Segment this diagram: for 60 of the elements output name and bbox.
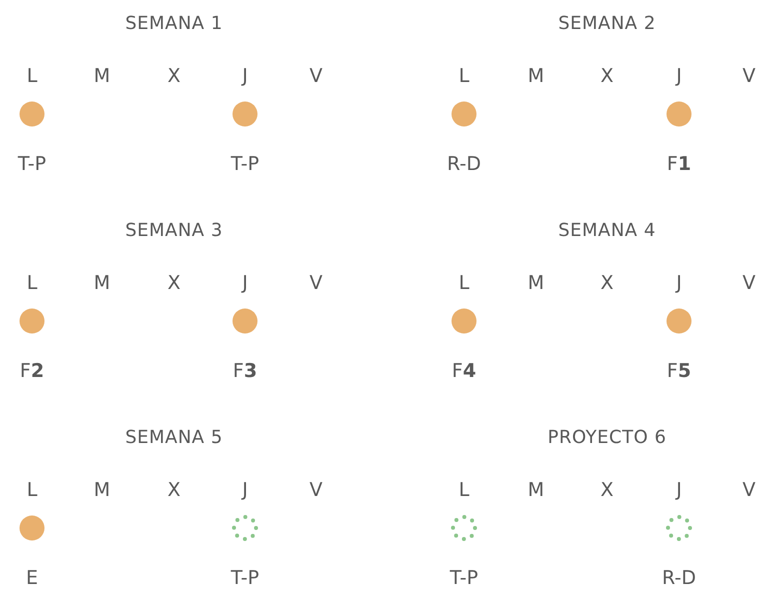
session-dot <box>19 308 45 334</box>
session-dot <box>451 308 477 334</box>
session-label: R-D <box>662 566 696 590</box>
week-title: SEMANA 5 <box>125 426 223 450</box>
day-label: X <box>600 271 614 295</box>
session-dot <box>666 101 692 127</box>
day-label: L <box>26 64 38 88</box>
session-label: T-P <box>18 152 46 176</box>
day-label: V <box>310 64 322 88</box>
day-label: V <box>310 478 322 502</box>
day-label: X <box>600 478 614 502</box>
day-label: L <box>26 478 38 502</box>
session-dot <box>451 101 477 127</box>
day-label: X <box>167 478 181 502</box>
day-label: J <box>676 64 682 88</box>
day-label: V <box>310 271 322 295</box>
day-label: V <box>742 271 756 295</box>
day-label: V <box>742 64 756 88</box>
dotted-circle <box>232 515 258 541</box>
session-dot <box>19 101 45 127</box>
day-label: X <box>167 271 181 295</box>
day-label: M <box>94 478 110 502</box>
dotted-circle <box>666 515 692 541</box>
session-label: F1 <box>666 152 692 176</box>
week-title: SEMANA 1 <box>125 12 223 36</box>
day-label: V <box>742 478 756 502</box>
day-label: J <box>676 478 682 502</box>
day-label: M <box>528 478 544 502</box>
session-label: F5 <box>666 359 692 383</box>
week-title: SEMANA 4 <box>558 219 656 243</box>
day-label: M <box>528 271 544 295</box>
day-label: J <box>676 271 682 295</box>
session-label: F4 <box>452 359 476 383</box>
week-title: PROYECTO 6 <box>548 426 666 450</box>
session-dot <box>232 308 258 334</box>
day-label: L <box>458 64 470 88</box>
session-label: F2 <box>20 359 44 383</box>
day-label: L <box>458 478 470 502</box>
session-label: T-P <box>230 566 260 590</box>
day-label: L <box>458 271 470 295</box>
day-label: M <box>528 64 544 88</box>
session-dot <box>666 308 692 334</box>
day-label: M <box>94 271 110 295</box>
session-label: T-P <box>230 152 260 176</box>
session-label: F3 <box>232 359 258 383</box>
week-title: SEMANA 2 <box>558 12 656 36</box>
day-label: M <box>94 64 110 88</box>
session-label: R-D <box>447 152 481 176</box>
session-label: E <box>26 566 38 590</box>
day-label: X <box>600 64 614 88</box>
day-label: J <box>242 271 248 295</box>
day-label: J <box>242 478 248 502</box>
session-dot <box>19 515 45 541</box>
session-label: T-P <box>450 566 478 590</box>
week-title: SEMANA 3 <box>125 219 223 243</box>
day-label: X <box>167 64 181 88</box>
day-label: J <box>242 64 248 88</box>
day-label: L <box>26 271 38 295</box>
dotted-circle <box>451 515 477 541</box>
session-dot <box>232 101 258 127</box>
